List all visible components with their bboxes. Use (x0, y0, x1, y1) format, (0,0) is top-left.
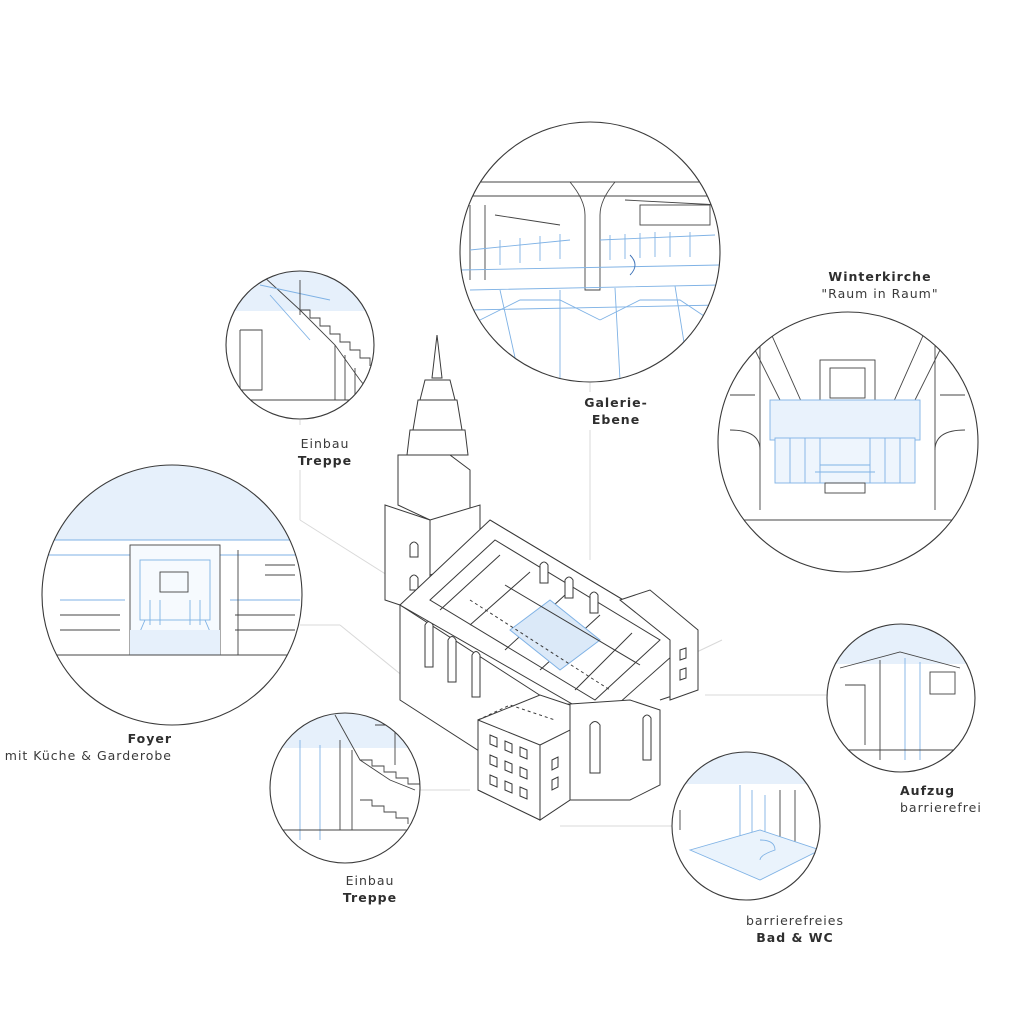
church-axonometric (384, 334, 699, 821)
detail-circle-einbau-treppe-top (225, 270, 375, 420)
label-einbau-treppe-top: Einbau Treppe (297, 436, 353, 468)
detail-circle-foyer (41, 464, 303, 726)
detail-circle-bad-wc (671, 751, 821, 901)
leader-lines (299, 383, 827, 827)
label-galerie-ebene: Galerie- Ebene (584, 395, 648, 427)
detail-circle-winterkirche (717, 311, 979, 573)
label-foyer: Foyer mit Küche & Garderobe (4, 731, 172, 763)
label-einbau-treppe-bottom: Einbau Treppe (342, 873, 398, 905)
label-bad-wc: barrierefreies Bad & WC (745, 913, 844, 945)
detail-circle-einbau-treppe-bottom (269, 712, 421, 864)
label-aufzug: Aufzug barrierefrei (900, 783, 982, 815)
detail-circle-galerie (459, 121, 721, 383)
label-winterkirche: Winterkirche "Raum in Raum" (821, 269, 939, 301)
detail-circle-aufzug (826, 623, 976, 773)
tower-spire (431, 334, 443, 379)
tower-body (397, 454, 471, 521)
